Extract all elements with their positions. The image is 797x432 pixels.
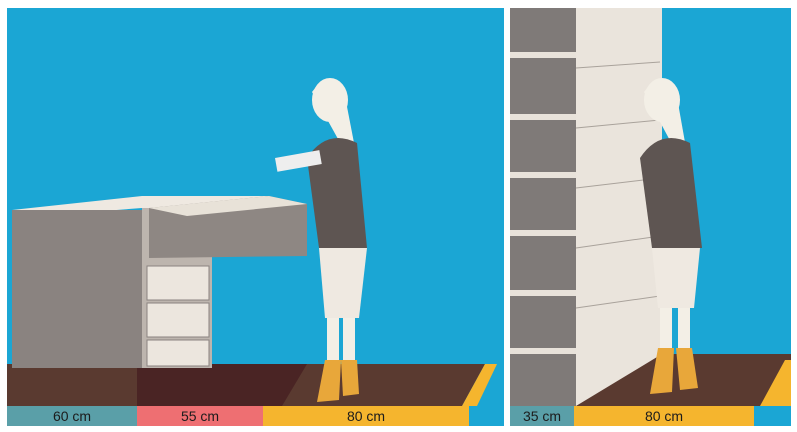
boot-right (341, 360, 359, 396)
dimension-shelf-depth: 35 cm (510, 406, 574, 426)
shelving-illustration-panel: 35 cm 80 cm (510, 8, 791, 426)
drawer-lower (147, 340, 209, 366)
desk-illustration-panel: 60 cm 55 cm 80 cm (7, 8, 504, 426)
desk-pedestal (12, 210, 142, 368)
shelving-scene-drawing (510, 8, 791, 426)
drawer-lower (147, 303, 209, 337)
dimension-standing-space: 80 cm (263, 406, 469, 426)
dimension-drawer-extension: 55 cm (137, 406, 263, 426)
dimension-desk-depth: 60 cm (7, 406, 137, 426)
drawer-lower (147, 266, 209, 300)
desk-scene-drawing (7, 8, 504, 426)
dimension-standing-space: 80 cm (574, 406, 754, 426)
shelf-side (510, 8, 576, 406)
floor-red-zone (137, 364, 307, 406)
